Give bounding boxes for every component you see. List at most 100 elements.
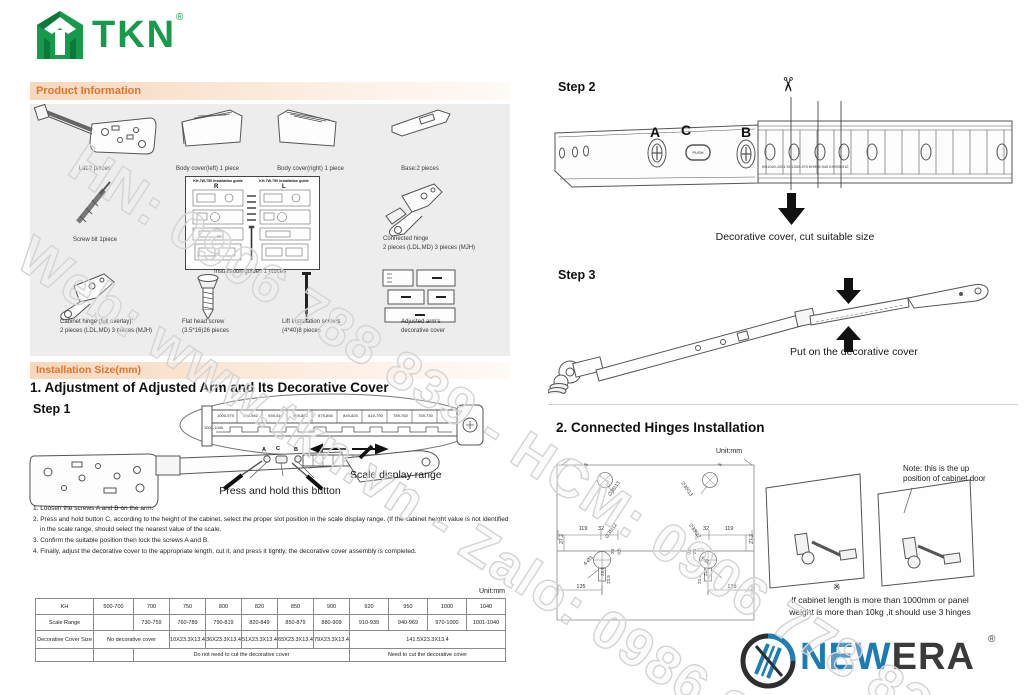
press-button-label: Press and hold this button [219, 485, 341, 497]
dim-119-left: 119 [578, 526, 588, 532]
base-part-icon [391, 109, 451, 137]
decorative-cover-label-1: Adjusted arm's [401, 319, 441, 325]
instruction-line: 3. Confirm the suitable position then lo… [33, 537, 209, 544]
table-cell: 79X23.3X13.4 [313, 630, 350, 649]
table-cell: 920 [349, 598, 389, 615]
table-cell: 940-969 [388, 614, 428, 631]
table-cell: Need to cut the decorative cover [349, 648, 506, 662]
table-cell: 880-909 [313, 614, 350, 631]
table-cell: 820-849 [241, 614, 278, 631]
step3-caption: Put on the decorative cover [790, 346, 918, 358]
table-cell: 910-939 [349, 614, 389, 631]
section2-title: 2. Connected Hinges Installation [556, 420, 765, 435]
flat-head-screw-icon [197, 274, 219, 321]
ruler-cell: 939-910 [268, 413, 283, 418]
empty-cell [93, 648, 134, 662]
step1-diagram [29, 393, 484, 508]
ruler-cell: 819-790 [368, 413, 383, 418]
table-cell [93, 614, 134, 631]
newera-logo-icon [740, 633, 796, 689]
newera-logo-text: NEWERA [800, 636, 975, 679]
dim-9-5-left: 9.5 [616, 548, 622, 555]
ruler-cell: 969-940 [243, 413, 258, 418]
lift-part-icon [33, 104, 157, 155]
size-spec-table: KH 500-700 700 750 800 820 850 900 920 9… [35, 598, 506, 662]
decorative-cover-strips-icon [382, 269, 456, 323]
ruler-note: 1001-1040 [204, 425, 224, 430]
table-cell: 750 [169, 598, 206, 615]
scale-display-range-label: Scale display range [350, 469, 442, 481]
ruler-cell: 789-760 [393, 413, 408, 418]
dim-135-left: 135 [576, 584, 586, 590]
dim-135-right: 135 [727, 584, 737, 590]
tkn-logo-icon [37, 11, 83, 59]
table-cell: 820 [241, 598, 278, 615]
connected-hinge-label-1: Connected hinge [383, 236, 429, 242]
newera-text-era: ERA [891, 636, 975, 678]
door-note-line-2: position of cabinet door [903, 474, 986, 483]
section-divider [548, 404, 1018, 405]
base-part-label: Base:2 pieces [401, 166, 439, 172]
marker-b: B [294, 447, 298, 453]
dim-27-2-left: 27.2 [558, 534, 565, 544]
parts-line-art [33, 104, 456, 323]
marker-a: A [262, 447, 266, 453]
guide-sheet-l-marker: L [282, 184, 286, 190]
table-cell: Decorative Cover Size [35, 630, 94, 649]
lift-screws-label-1: Lift installation screws [282, 319, 341, 325]
dim-32-left: 32 [597, 526, 605, 532]
flat-head-screw-label-1: Flat head screw [182, 319, 225, 325]
tkn-logo-text: TKN [92, 14, 177, 56]
marker-c: C [276, 446, 280, 452]
dim-22-5-right-a: 22.5 [702, 567, 708, 576]
table-cell: Do not need to cut the decorative cover [133, 648, 350, 662]
dim-24-left: 24 [610, 548, 616, 555]
step1-label: Step 1 [33, 402, 71, 416]
table-cell: 51X23.3X13.4 [241, 630, 278, 649]
screw-bit-label: Screw bit 1piece [72, 237, 118, 243]
rail-size-text: KH1040-1001 KH1000-970 KH969-940 KH939-9… [762, 165, 849, 169]
cabinet-doors-drawing [765, 473, 975, 589]
table-unit-label: Unit:mm [478, 588, 505, 595]
dim-27-2-right: 27.2 [748, 534, 755, 544]
table-cell: 141.5X23.3X13.4 [349, 630, 506, 649]
guide-sheet-r-marker: R [214, 184, 219, 190]
step2-caption: Decorative cover, cut suitable size [715, 231, 875, 243]
connected-hinge-label-2: 2 pieces (LDL,MD) 3 pieces (MJH) [383, 245, 476, 251]
table-cell: Scale Range [35, 614, 94, 631]
table-cell: 900 [313, 598, 350, 615]
table-cell: 1040 [466, 598, 506, 615]
table-row: Scale Range 730-759 760-789 790-819 820-… [35, 614, 506, 631]
instruction-line: 1. Loosen the screws A and B on the arm. [33, 505, 154, 512]
instruction-line: in the scale range, should select the ne… [40, 526, 222, 533]
table-cell: 800 [205, 598, 242, 615]
dim-22-5-left-a: 22.5 [599, 567, 605, 576]
lift-installation-screw-icon [302, 272, 311, 320]
dim-119-right: 119 [724, 526, 734, 532]
table-cell: 970-1000 [427, 614, 467, 631]
body-cover-left-label: Body cover(left) 1 piece [175, 166, 240, 172]
installation-guide-sheet [185, 176, 320, 270]
empty-cell [35, 648, 94, 662]
dim-22-5-left-b: 22.5 [605, 575, 611, 584]
table-cell: 1000 [427, 598, 467, 615]
table-cell: 790-819 [205, 614, 242, 631]
table-cell: 500-700 [93, 598, 134, 615]
ruler-cell: 849-820 [343, 413, 358, 418]
step2-marker-a: A [649, 124, 661, 140]
screw-bit-icon [76, 181, 111, 224]
table-cell: 1001-1040 [466, 614, 506, 631]
body-cover-left-icon [181, 109, 243, 147]
body-cover-right-icon [277, 109, 337, 147]
table-cell: KH [35, 598, 94, 615]
reference-mark: ※ [833, 582, 841, 592]
dim-24-right: 24 [692, 548, 698, 555]
table-cell: 10X23.3X13.4 [169, 630, 206, 649]
ruler-cell: 879-850 [318, 413, 333, 418]
lift-screws-label-2: (4*40)8 pieces [282, 328, 321, 334]
step2-diagram [554, 97, 1013, 225]
installation-guides-label: Installation guides 1 pieces [213, 269, 287, 275]
hinge-warning-line-1: If cabinet length is more than 1000mm or… [791, 595, 969, 605]
flat-head-screw-label-2: (3.5*16)26 pieces [182, 328, 230, 334]
door-note-line-1: Note: this is the up [903, 464, 970, 473]
